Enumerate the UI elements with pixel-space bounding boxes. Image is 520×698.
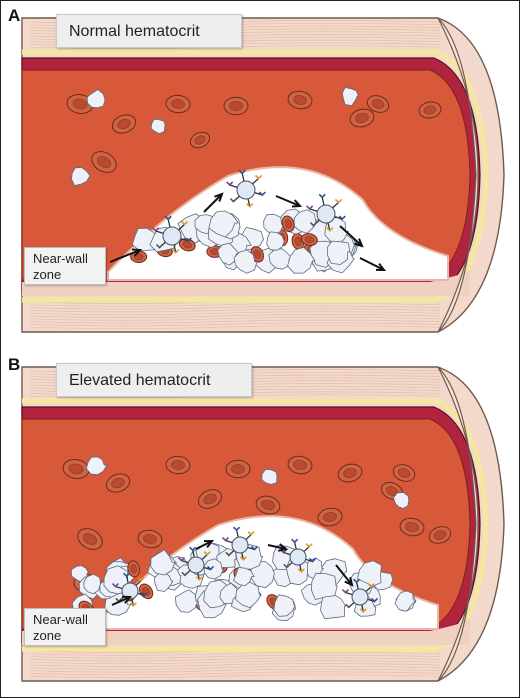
platelet xyxy=(235,581,262,609)
platelet xyxy=(233,249,258,274)
panel-title-b: Elevated hematocrit xyxy=(56,363,252,397)
intima xyxy=(22,270,470,296)
vessel-illustration-b xyxy=(21,366,505,682)
panel-a: A Normal hematocrit Near-wall zone xyxy=(8,6,505,333)
red-blood-cell xyxy=(287,455,313,475)
flow-arrow xyxy=(359,257,387,272)
intima xyxy=(22,619,470,645)
platelet xyxy=(208,210,239,238)
flow-arrow xyxy=(267,543,289,552)
platelet xyxy=(85,456,108,476)
platelet xyxy=(287,247,316,274)
red-blood-cell xyxy=(300,233,318,246)
red-blood-cell xyxy=(62,459,90,479)
platelet xyxy=(217,242,240,266)
near-wall-zone-label-a: Near-wall zone xyxy=(24,247,106,285)
red-blood-cell xyxy=(165,94,191,114)
platelet xyxy=(326,240,351,265)
platelet xyxy=(261,469,278,485)
platelet xyxy=(154,571,174,592)
activated-platelet xyxy=(226,169,266,208)
activated-platelet xyxy=(177,546,215,581)
red-blood-cell xyxy=(349,108,375,128)
red-blood-cell xyxy=(179,238,196,252)
flow-arrow xyxy=(335,564,354,587)
panel-b: B Elevated hematocrit Near-wall zone xyxy=(0,349,520,698)
platelet xyxy=(86,89,106,109)
platelet xyxy=(293,209,318,234)
red-blood-cell xyxy=(165,455,191,475)
flow-arrow xyxy=(195,539,215,550)
red-blood-cell xyxy=(255,495,281,515)
flow-arrow xyxy=(203,192,224,213)
platelet xyxy=(311,572,338,600)
activated-platelet xyxy=(341,578,379,613)
red-blood-cell xyxy=(91,151,117,173)
red-blood-cell xyxy=(287,90,313,110)
platelet xyxy=(71,167,91,186)
near-wall-zone-text-a: Near-wall zone xyxy=(33,251,88,282)
platelet xyxy=(233,567,255,586)
red-blood-cell xyxy=(291,232,305,250)
platelet xyxy=(150,118,166,135)
platelet xyxy=(273,594,296,617)
red-blood-cell xyxy=(223,96,249,116)
activated-platelet xyxy=(152,215,192,254)
red-blood-cell xyxy=(281,215,295,233)
panel-title-a: Normal hematocrit xyxy=(56,14,242,48)
red-blood-cell xyxy=(127,560,141,578)
red-blood-cell xyxy=(366,95,390,113)
red-blood-cell xyxy=(77,528,103,550)
platelet xyxy=(341,87,359,106)
flow-arrow xyxy=(275,195,303,208)
red-blood-cell xyxy=(428,526,452,544)
thrombus xyxy=(71,542,417,622)
red-blood-cell xyxy=(418,101,442,119)
platelet xyxy=(150,549,176,576)
platelet xyxy=(268,248,293,270)
platelet xyxy=(393,492,410,509)
activated-platelet xyxy=(306,193,346,232)
flow-arrow xyxy=(111,595,133,606)
flow-arrow xyxy=(339,225,364,248)
vessel-cut-face xyxy=(437,17,479,333)
platelet xyxy=(357,560,382,587)
near-wall-zone-label-b: Near-wall zone xyxy=(24,608,106,646)
red-blood-cell xyxy=(399,517,425,537)
red-blood-cell xyxy=(337,463,363,483)
red-blood-cell xyxy=(189,131,211,149)
red-blood-cell xyxy=(137,529,163,549)
red-blood-cell xyxy=(66,94,94,114)
activated-platelet xyxy=(221,526,259,561)
activated-platelet xyxy=(279,538,317,573)
near-wall-zone-text-b: Near-wall zone xyxy=(33,612,88,643)
panel-letter-b: B xyxy=(8,355,21,374)
red-blood-cell xyxy=(392,464,416,482)
red-blood-cell xyxy=(111,114,137,134)
platelet xyxy=(266,231,285,251)
vessel-illustration-a xyxy=(21,17,505,333)
red-blood-cell xyxy=(317,507,343,527)
flow-arrow xyxy=(109,248,143,263)
red-blood-cell xyxy=(225,459,251,479)
red-blood-cell xyxy=(198,489,222,509)
platelet xyxy=(394,590,417,612)
vessel-cut-face xyxy=(437,366,479,682)
platelet xyxy=(83,573,101,595)
panel-letter-a: A xyxy=(8,6,21,25)
platelet xyxy=(174,589,199,613)
red-blood-cell xyxy=(105,473,131,493)
thrombus xyxy=(130,208,358,274)
